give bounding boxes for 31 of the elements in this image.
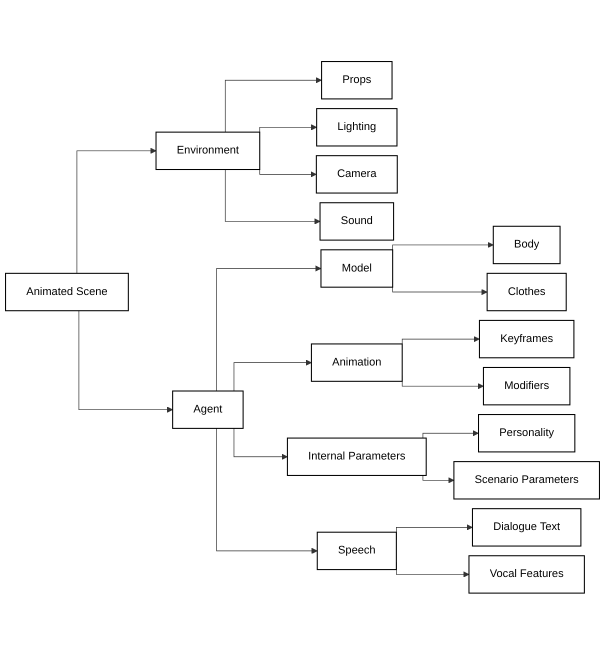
arrow	[259, 124, 317, 132]
node-box: Scenario Parameters	[453, 460, 600, 500]
arrow	[216, 428, 318, 554]
node-box: Clothes	[486, 272, 567, 311]
arrow	[259, 168, 317, 178]
arrow	[216, 265, 322, 392]
arrow	[234, 359, 312, 392]
arrow	[234, 428, 288, 460]
arrow	[422, 474, 454, 484]
arrow	[78, 310, 173, 412]
node-box: Animated Scene	[5, 272, 129, 311]
node-box: Model	[320, 248, 394, 288]
node-box: Speech	[316, 531, 397, 570]
node-box: Vocal Features	[468, 554, 585, 594]
node-box: Modifiers	[482, 366, 570, 406]
node-box: Props	[321, 60, 393, 100]
arrow	[422, 430, 479, 438]
node-box: Personality	[478, 414, 576, 452]
node-box: Dialogue Text	[472, 508, 582, 546]
arrow	[224, 76, 322, 132]
node-box: Body	[492, 225, 561, 264]
node-box: Environment	[156, 131, 260, 170]
node-box: Lighting	[316, 108, 398, 146]
node-box: Agent	[172, 390, 244, 429]
node-box: Internal Parameters	[286, 437, 427, 476]
arrow	[224, 168, 320, 224]
node-box: Sound	[320, 202, 394, 240]
node-box: Animation	[310, 343, 403, 382]
node-box: Keyframes	[478, 320, 574, 358]
node-box: Camera	[316, 154, 398, 194]
arrow	[76, 147, 156, 274]
